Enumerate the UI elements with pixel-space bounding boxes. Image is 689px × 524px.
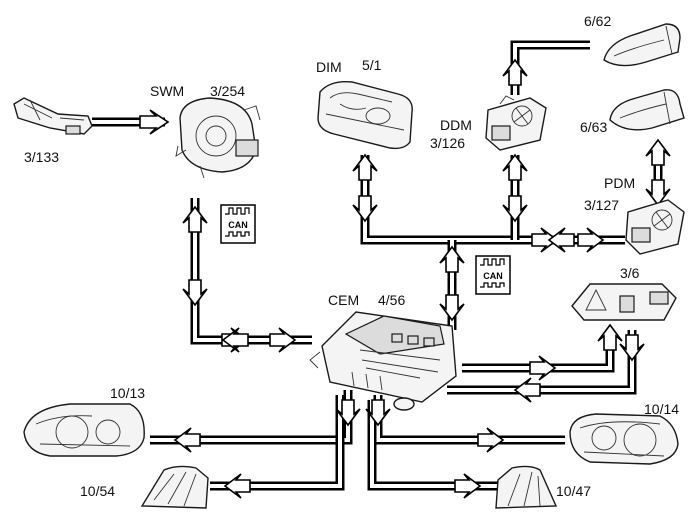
right-headlamp-icon: [570, 414, 678, 464]
taillamp-right-code: 10/47: [556, 483, 591, 499]
arrow-up: [183, 207, 207, 232]
arrow-up: [353, 155, 377, 180]
left-headlamp-icon: [24, 404, 144, 456]
arrow-right: [270, 328, 295, 352]
arrow-left: [549, 228, 574, 252]
arrow-right: [140, 110, 168, 134]
arrow-right: [530, 356, 555, 380]
arrow-right: [478, 428, 503, 452]
arrow-left: [225, 474, 250, 498]
left-taillamp-icon: [142, 466, 208, 508]
can-badge-left: CAN: [221, 205, 255, 243]
passenger-door-module-icon: [626, 200, 684, 254]
driver-door-module-icon: [486, 96, 546, 150]
right-mirror-icon: [610, 90, 684, 130]
arrow-down: [620, 335, 644, 360]
swm-name: SWM: [150, 83, 184, 99]
arrow-right: [455, 474, 480, 498]
arrow-down: [353, 196, 377, 221]
cem-name: CEM: [328, 292, 359, 308]
arrow-up: [503, 155, 527, 180]
arrow-right: [578, 228, 603, 252]
headlamp-left-code: 10/13: [110, 385, 145, 401]
driver-information-module-icon: [318, 82, 412, 149]
arrow-up: [503, 60, 527, 85]
dim-name: DIM: [316, 59, 342, 75]
switch-panel-code: 3/6: [620, 265, 640, 281]
right-taillamp-icon: [496, 466, 556, 508]
arrow-left: [175, 428, 200, 452]
turn-signal-stalk-icon: [14, 98, 92, 134]
swm-code: 3/254: [210, 83, 245, 99]
arrow-left: [223, 328, 248, 352]
can-badge-center-label: CAN: [483, 271, 503, 281]
can-badge-center: CAN: [476, 256, 510, 294]
headlamp-right-code: 10/14: [644, 401, 679, 417]
arrow-up: [646, 140, 670, 165]
can-badge-left-label: CAN: [228, 220, 248, 230]
central-electronic-module-icon: [310, 312, 456, 410]
taillamp-left-code: 10/54: [80, 483, 115, 499]
ddm-code: 3/126: [430, 135, 465, 151]
arrow-up: [440, 247, 464, 272]
switch-panel-icon: [572, 284, 676, 320]
steering-wheel-module-icon: [176, 98, 260, 178]
arrow-down: [503, 196, 527, 221]
mirror-right-code: 6/63: [580, 119, 607, 135]
pdm-code: 3/127: [584, 197, 619, 213]
arrow-up: [598, 325, 622, 350]
pdm-name: PDM: [604, 175, 635, 191]
mirror-left-code: 6/62: [584, 13, 611, 29]
ddm-name: DDM: [440, 117, 472, 133]
arrow-down: [183, 280, 207, 305]
arrow-left: [515, 378, 540, 402]
arrow-down: [440, 295, 464, 320]
left-mirror-icon: [604, 24, 680, 66]
stalk-code: 3/133: [24, 149, 59, 165]
dim-code: 5/1: [362, 57, 382, 73]
cem-code: 4/56: [378, 292, 405, 308]
